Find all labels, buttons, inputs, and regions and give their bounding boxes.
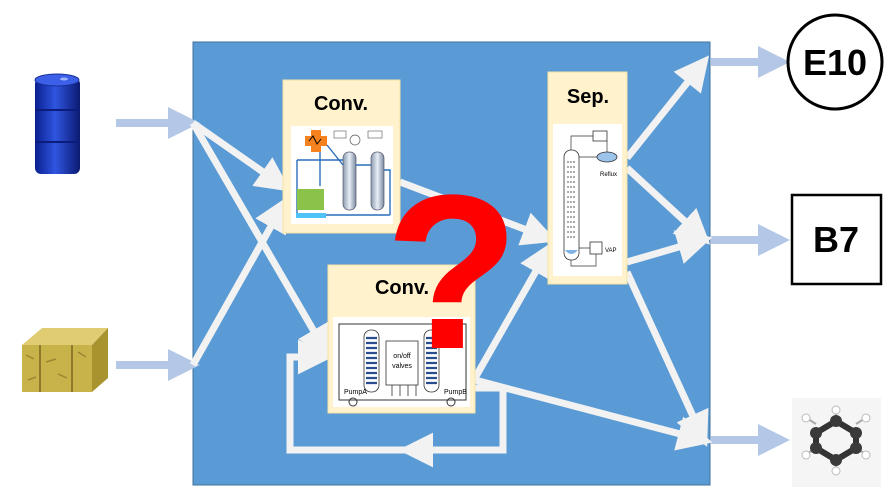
conv-top-schematic	[296, 130, 391, 218]
oil-barrel-icon	[34, 73, 80, 174]
product-b7-label: B7	[813, 219, 859, 260]
valves-label-line2: valves	[392, 363, 412, 370]
benzene-molecule-icon	[792, 398, 881, 487]
valves-label-line1: on/off	[393, 353, 410, 360]
product-e10: E10	[786, 13, 884, 111]
product-e10-label: E10	[803, 42, 867, 83]
question-mark: ?	[385, 149, 519, 395]
product-b7: B7	[790, 193, 883, 286]
pump-b-label: PumpB	[444, 389, 467, 396]
conv-top-title: Conv.	[314, 93, 368, 115]
conv-unit-bottom: Conv. on/off valves PumpA PumpB	[327, 264, 476, 414]
separator-schematic: Reflux VAP	[563, 130, 618, 267]
internal-flows	[189, 55, 713, 468]
vap-label: VAP	[605, 248, 617, 254]
separator-title: Sep.	[567, 86, 609, 108]
conv-unit-top: Conv.	[282, 79, 401, 234]
hay-bale-icon	[22, 328, 108, 392]
separator-unit: Sep. Reflux VAP	[547, 71, 628, 285]
conv-bottom-title: Conv.	[375, 277, 429, 299]
conv-bottom-schematic: on/off valves PumpA PumpB	[338, 323, 467, 407]
reflux-label: Reflux	[600, 172, 617, 178]
pump-a-label: PumpA	[344, 389, 367, 396]
